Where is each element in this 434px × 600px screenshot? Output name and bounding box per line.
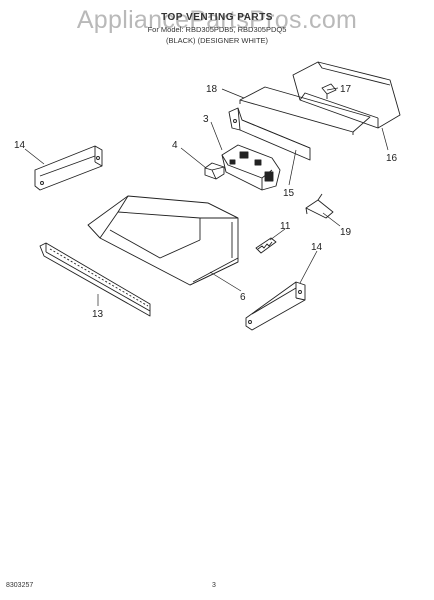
callout-14-left: 14: [14, 140, 26, 151]
page-number: 3: [212, 582, 216, 589]
part-18-deflector-plate[interactable]: [239, 86, 371, 135]
finish-line: (BLACK) (DESIGNER WHITE): [165, 36, 269, 45]
callout-15: 15: [283, 188, 295, 199]
callout-19: 19: [340, 227, 352, 238]
part-15-mounting-rail[interactable]: [228, 107, 311, 161]
callout-14-right: 14: [311, 242, 323, 253]
part-17-clip[interactable]: [321, 83, 337, 99]
part-4-filter-block[interactable]: [204, 162, 225, 180]
doc-number: 8303257: [6, 582, 34, 589]
leader-lines: [24, 87, 389, 306]
callout-3: 3: [203, 114, 209, 125]
part-11-grille-insert[interactable]: [255, 237, 277, 254]
diagram-title: TOP VENTING PARTS: [161, 12, 273, 23]
part-19-small-bracket[interactable]: [305, 193, 334, 219]
watermark-text: AppliancePartsPros.com: [76, 6, 358, 34]
callout-4: 4: [172, 140, 178, 151]
part-14-left-bracket[interactable]: [34, 145, 103, 191]
model-line: For Model: RBD305PDB5, RBD305PDQ5: [147, 25, 287, 34]
callout-11: 11: [280, 221, 291, 232]
part-14-right-bracket[interactable]: [245, 281, 306, 331]
callout-16: 16: [386, 153, 398, 164]
part-3-blower-assembly[interactable]: [221, 144, 281, 191]
part-13-front-trim[interactable]: [39, 242, 151, 317]
part-6-duct-housing[interactable]: [87, 195, 239, 286]
callout-17: 17: [340, 84, 352, 95]
callout-6: 6: [240, 292, 246, 303]
part-16-top-panel[interactable]: [292, 61, 401, 129]
callout-18: 18: [206, 84, 218, 95]
callout-13: 13: [92, 309, 104, 320]
